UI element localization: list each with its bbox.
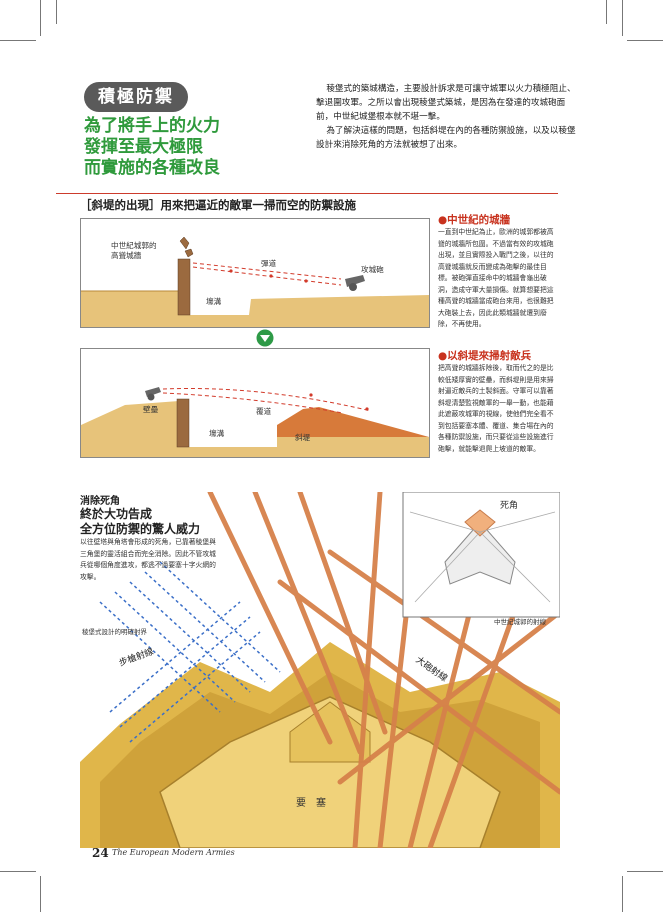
covered-way-label: 覆道	[256, 407, 272, 416]
castle-wall-label-line: 高聳城牆	[111, 251, 142, 260]
note-title: ●以斜堤來掃射敵兵	[438, 350, 532, 362]
down-arrow-icon	[256, 329, 274, 347]
moat-label: 壕溝	[206, 297, 222, 306]
section-heading: ［斜堤的出現］用來把逼近的敵軍一掃而空的防禦設施	[80, 197, 356, 213]
section-divider	[56, 193, 558, 194]
series-title: The European Modern Armies	[112, 848, 235, 857]
intro-paragraph: 為了解決這樣的問題，包括斜堤在內的各種防禦設施，以及以稜堡設計來消除死角的方法就…	[316, 126, 576, 150]
glacis-diagram: 壁壘 覆道 壕溝 斜堤	[80, 348, 430, 458]
fortress-illustration	[80, 492, 560, 848]
fortress-caption: 稜堡式設計的明確射界	[82, 628, 147, 636]
dead-angle-body: 以往壁塔與角塔會形成的死角，已靠著稜堡與三角堡的靈活組合而完全消除。因此不管攻城…	[80, 538, 216, 581]
dead-angle-sub: 終於大功告成	[80, 507, 153, 521]
inset-dead-angle-label: 死角	[500, 501, 519, 511]
dead-angle-sub: 全方位防禦的驚人威力	[80, 522, 201, 536]
siege-cannon-label: 攻城砲	[361, 265, 384, 274]
medieval-wall-illustration	[81, 236, 429, 327]
moat-label-2: 壕溝	[209, 429, 225, 438]
castle-wall-label: 中世紀城郭的 高聳城牆	[111, 241, 157, 261]
note-body: 一直到中世紀為止，歐洲的城郭都被高聳的城牆所包圍。不過當有效的攻城砲出現，並且實…	[438, 228, 554, 328]
castle-wall-label-line: 中世紀城郭的	[111, 241, 157, 250]
trajectory-label: 彈道	[261, 259, 277, 268]
inset-caption: 中世紀城郭的射線	[494, 618, 546, 626]
page-headline: 為了將手上的火力 發揮至最大極限 而實施的各種改良	[84, 116, 220, 179]
intro-text: 稜堡式的築城構造，主要設計訴求是可讓守城軍以火力積極阻止、擊退圍攻軍。之所以會出…	[316, 82, 578, 152]
section-title: 用來把逼近的敵軍一掃而空的防禦設施	[160, 198, 357, 212]
medieval-wall-diagram: 中世紀城郭的 高聳城牆 彈道 攻城砲 壕溝	[80, 218, 430, 328]
headline-line: 為了將手上的火力	[84, 116, 220, 136]
dead-angle-section: 消除死角 終於大功告成 全方位防禦的驚人威力 以往壁塔與角塔會形成的死角，已靠著…	[80, 492, 230, 583]
intro-paragraph: 稜堡式的築城構造，主要設計訴求是可讓守城軍以火力積極阻止、擊退圍攻軍。之所以會出…	[316, 84, 576, 122]
dead-angle-title: 消除死角	[80, 496, 120, 507]
rampart-label: 壁壘	[143, 405, 159, 414]
glacis-label: 斜堤	[295, 433, 311, 442]
headline-line: 發揮至最大極限	[84, 137, 203, 157]
section-bracket: ［斜堤的出現］	[80, 198, 161, 212]
page-number: 24	[92, 846, 109, 860]
note-body: 把高聳的城牆拆除後，取而代之的是比較低矮厚實的壁壘，而斜堤則是用來掃射逼近敵兵的…	[438, 364, 554, 453]
headline-line: 而實施的各種改良	[84, 158, 220, 178]
section-badge: 積極防禦	[84, 82, 188, 112]
glacis-illustration	[81, 387, 429, 457]
fortress-label: 要 塞	[296, 798, 326, 809]
medieval-wall-note: ●中世紀的城牆 一直到中世紀為止，歐洲的城郭都被高聳的城牆所包圍。不過當有效的攻…	[438, 212, 560, 331]
note-title: ●中世紀的城牆	[438, 214, 511, 226]
glacis-note: ●以斜堤來掃射敵兵 把高聳的城牆拆除後，取而代之的是比較低矮厚實的壁壘，而斜堤則…	[438, 348, 560, 455]
